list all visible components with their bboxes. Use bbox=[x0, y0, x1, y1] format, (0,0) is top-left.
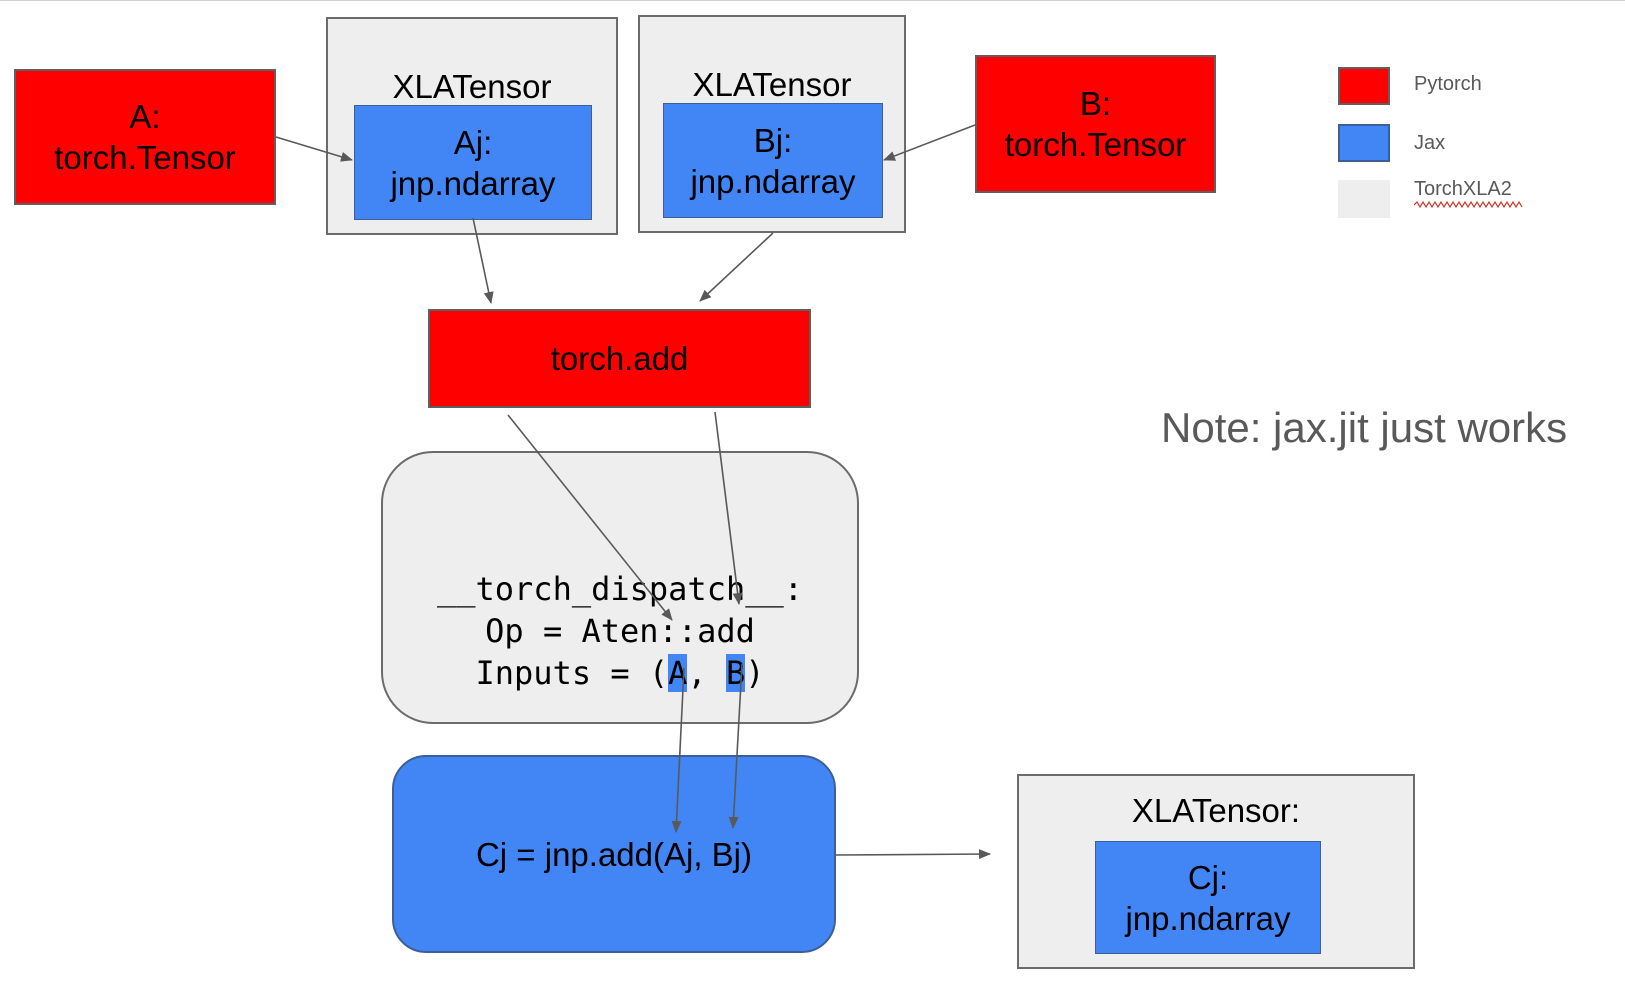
arrow-b-to-bj bbox=[883, 124, 976, 161]
legend-swatch-jax bbox=[1338, 124, 1390, 162]
legend-swatch-torchxla2 bbox=[1338, 180, 1390, 218]
node-a-torch-tensor: A: torch.Tensor bbox=[14, 69, 276, 205]
note-text: Note: jax.jit just works bbox=[1161, 404, 1568, 451]
arrow-jnp-add-to-output bbox=[835, 849, 991, 860]
legend-label-jax: Jax bbox=[1414, 132, 1446, 154]
node-aj-label: Aj: bbox=[453, 123, 493, 161]
arrow-torch-add-to-input-a bbox=[507, 414, 673, 621]
xla-tensor-left: XLATensor Aj: jnp.ndarray bbox=[326, 17, 618, 235]
arrow-bj-to-torch-add bbox=[699, 232, 774, 302]
node-aj-type: jnp.ndarray bbox=[390, 164, 556, 202]
xla-tensor-mid-title: XLATensor bbox=[692, 66, 852, 103]
arrow-torch-add-to-input-b bbox=[714, 411, 743, 605]
arrow-input-b-to-jnp-add bbox=[728, 663, 743, 829]
xla-tensor-mid: XLATensor Bj: jnp.ndarray bbox=[638, 15, 906, 233]
xla-tensor-left-title: XLATensor bbox=[392, 68, 552, 105]
node-cj-type: jnp.ndarray bbox=[1125, 899, 1291, 937]
node-bj-ndarray: Bj: jnp.ndarray bbox=[663, 103, 883, 218]
torch-add-label: torch.add bbox=[550, 340, 689, 377]
xla-tensor-output-title: XLATensor: bbox=[1131, 792, 1301, 829]
jnp-add-node: Cj = jnp.add(Aj, Bj) bbox=[392, 755, 836, 953]
legend-label-pytorch: Pytorch bbox=[1414, 73, 1482, 95]
node-a-label: A: bbox=[129, 98, 161, 135]
spellcheck-underline bbox=[1414, 201, 1523, 209]
dispatch-line-3: Inputs = (A, B) bbox=[475, 654, 765, 692]
dispatch-inputs-prefix: Inputs = ( bbox=[475, 654, 669, 692]
arrow-aj-to-torch-add bbox=[472, 217, 494, 304]
jnp-add-label: Cj = jnp.add(Aj, Bj) bbox=[475, 835, 753, 873]
torch-add-node: torch.add bbox=[428, 309, 811, 408]
node-cj-label: Cj: bbox=[1187, 858, 1229, 896]
node-a-type: torch.Tensor bbox=[54, 139, 236, 176]
node-b-torch-tensor: B: torch.Tensor bbox=[975, 55, 1216, 193]
node-cj-ndarray: Cj: jnp.ndarray bbox=[1095, 841, 1321, 954]
xla-tensor-output: XLATensor: Cj: jnp.ndarray bbox=[1017, 774, 1415, 969]
arrow-a-to-aj bbox=[275, 136, 353, 162]
node-bj-type: jnp.ndarray bbox=[690, 162, 856, 200]
top-border-line bbox=[0, 0, 1625, 1]
legend-swatch-pytorch bbox=[1338, 67, 1390, 105]
node-b-label: B: bbox=[1079, 85, 1112, 122]
torch-dispatch-node: __torch_dispatch__: Op = Aten::add Input… bbox=[381, 451, 859, 724]
node-b-type: torch.Tensor bbox=[1004, 126, 1187, 163]
dispatch-inputs-separator: , bbox=[687, 654, 726, 692]
legend-label-torchxla2: TorchXLA2 bbox=[1414, 178, 1512, 200]
arrow-input-a-to-jnp-add bbox=[671, 667, 685, 833]
node-bj-label: Bj: bbox=[753, 121, 793, 159]
dispatch-inputs-suffix: ) bbox=[745, 654, 765, 692]
